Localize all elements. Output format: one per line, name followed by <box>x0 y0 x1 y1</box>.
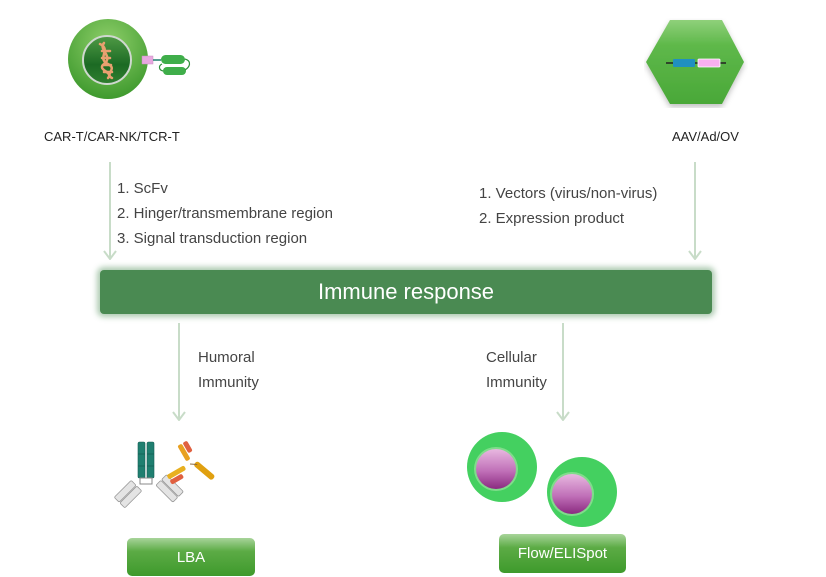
lba-button[interactable]: LBA <box>127 538 255 576</box>
humoral-line2: Immunity <box>198 374 259 391</box>
arrow-down-cellular <box>555 323 571 421</box>
flow-elispot-button-label: Flow/ELISpot <box>517 545 608 562</box>
arrow-down-left-top <box>102 162 118 260</box>
lba-button-label: LBA <box>176 548 206 566</box>
antibody-icon <box>112 440 222 512</box>
arrow-down-right-top <box>687 162 703 260</box>
car-t-label: CAR-T/CAR-NK/TCR-T <box>44 129 180 144</box>
cellular-line2: Immunity <box>486 374 547 391</box>
humoral-line1: Humoral <box>198 349 255 366</box>
car-t-factors-list: 1. ScFv 2. Hinger/transmembrane region 3… <box>117 176 333 251</box>
factor-item: 2. Expression product <box>479 210 625 227</box>
flow-elispot-button[interactable]: Flow/ELISpot <box>499 534 626 573</box>
car-t-cell-icon <box>66 18 196 100</box>
factor-item: 1. Vectors (virus/non-virus) <box>479 185 658 202</box>
immune-response-label: Immune response <box>317 279 495 304</box>
factor-item: 1. ScFv <box>117 180 168 197</box>
humoral-immunity-label: Humoral Immunity <box>198 345 259 395</box>
immune-response-banner: Immune response <box>100 270 712 314</box>
factor-item: 3. Signal transduction region <box>117 230 308 247</box>
arrow-down-humoral <box>171 323 187 421</box>
cells-icon <box>466 431 626 531</box>
factor-item: 2. Hinger/transmembrane region <box>117 205 333 222</box>
cellular-line1: Cellular <box>486 349 537 366</box>
aav-label: AAV/Ad/OV <box>672 129 739 144</box>
cellular-immunity-label: Cellular Immunity <box>486 345 547 395</box>
viral-vector-hexagon-icon <box>644 18 748 108</box>
vector-factors-list: 1. Vectors (virus/non-virus) 2. Expressi… <box>479 181 657 231</box>
